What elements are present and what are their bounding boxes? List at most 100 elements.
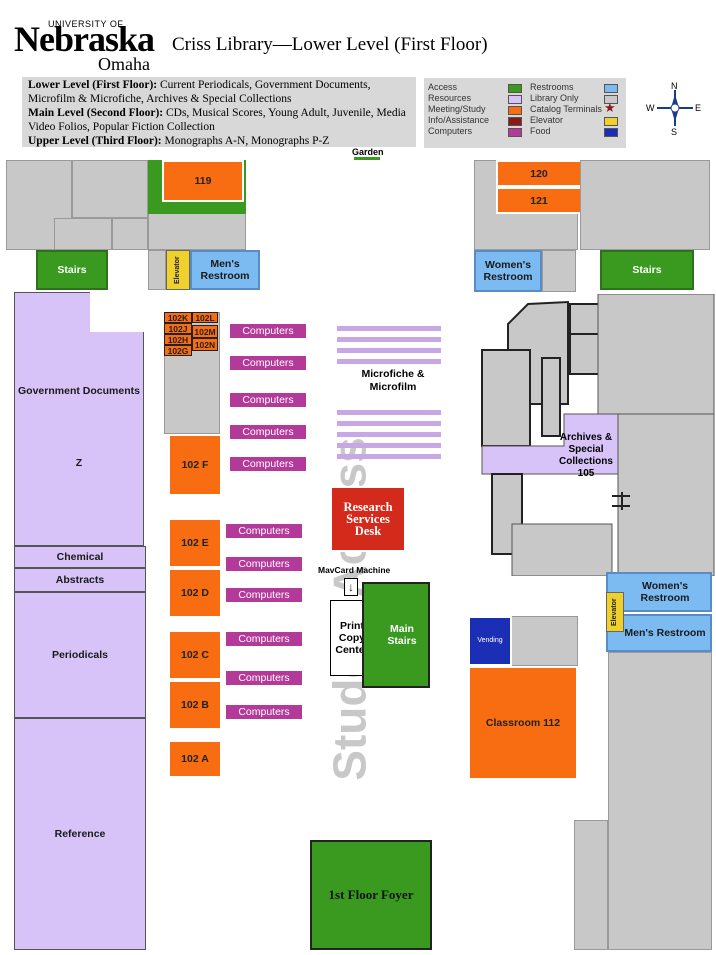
main-stairs[interactable]: Main Stairs xyxy=(362,582,430,688)
top-right-block-2 xyxy=(580,160,710,250)
legend-swatch-restrooms xyxy=(604,84,618,93)
stairs-left[interactable]: Stairs xyxy=(36,250,108,290)
mens-restroom-top[interactable]: Men's Restroom xyxy=(190,250,260,290)
legend-swatch-elevator xyxy=(604,117,618,126)
legend-swatch-access xyxy=(508,84,522,93)
room-102d[interactable]: 102 D xyxy=(168,568,222,618)
levels-panel: Lower Level (First Floor): Current Perio… xyxy=(22,77,416,147)
level-upper: Upper Level (Third Floor): Monographs A-… xyxy=(28,135,330,147)
microfiche-stripe xyxy=(337,421,441,426)
garden-marker xyxy=(354,157,380,160)
computers-row-6[interactable]: Computers xyxy=(226,524,302,538)
legend-swatch-library-only xyxy=(604,95,618,104)
room-102m[interactable]: 102M xyxy=(192,325,218,338)
room-102g[interactable]: 102G xyxy=(164,345,192,356)
top-left-block-4 xyxy=(112,218,148,250)
page-title: Criss Library—Lower Level (First Floor) xyxy=(172,34,488,55)
legend-label-computers: Computers xyxy=(428,126,473,136)
abstracts[interactable]: Abstracts xyxy=(14,568,146,592)
computers-row-3[interactable]: Computers xyxy=(230,393,306,407)
legend-swatch-computers xyxy=(508,128,522,137)
vending-area xyxy=(510,616,578,666)
elevator-right[interactable]: Elevator xyxy=(606,592,624,632)
map-legend: Access Resources Meeting/Study Info/Assi… xyxy=(424,78,626,148)
first-floor-foyer[interactable]: 1st Floor Foyer xyxy=(310,840,432,950)
gov-docs-notch xyxy=(90,292,146,332)
room-102f[interactable]: 102 F xyxy=(168,434,222,496)
food-vending[interactable]: Vending xyxy=(468,616,512,666)
legend-swatch-meeting xyxy=(508,106,522,115)
right-gray-small xyxy=(542,250,576,292)
microfiche-stripe xyxy=(337,410,441,415)
room-120[interactable]: 120 xyxy=(496,160,582,187)
womens-restroom-top[interactable]: Women's Restroom xyxy=(474,250,542,292)
archives-wing xyxy=(481,294,715,576)
room-102e[interactable]: 102 E xyxy=(168,518,222,568)
microfiche-stripe xyxy=(337,432,441,437)
reference[interactable]: Reference xyxy=(14,718,146,950)
legend-swatch-info xyxy=(508,117,522,126)
room-102k[interactable]: 102K xyxy=(164,312,192,323)
top-left-block-5 xyxy=(148,212,246,250)
legend-label-meeting: Meeting/Study xyxy=(428,104,486,114)
top-left-block-3 xyxy=(54,218,112,250)
legend-label-access: Access xyxy=(428,82,458,92)
level-lower: Lower Level (First Floor): Current Perio… xyxy=(28,79,371,105)
room-102j[interactable]: 102J xyxy=(164,323,192,334)
government-documents[interactable]: Government Documents Z xyxy=(14,292,144,546)
legend-swatch-food xyxy=(604,128,618,137)
mavcard-machine-label: MavCard Machine xyxy=(318,565,391,575)
computers-row-2[interactable]: Computers xyxy=(230,356,306,370)
microfiche-stripe xyxy=(337,359,441,364)
room-102b[interactable]: 102 B xyxy=(168,680,222,730)
garden-label: Garden xyxy=(352,147,384,157)
computers-row-8[interactable]: Computers xyxy=(226,588,302,602)
legend-label-elevator: Elevator xyxy=(530,115,564,125)
star-icon: ★ xyxy=(604,100,616,115)
arrow-down-icon: ↓ xyxy=(344,578,358,596)
computers-row-9[interactable]: Computers xyxy=(226,632,302,646)
legend-label-info: Info/Assistance xyxy=(428,115,490,125)
room-102l[interactable]: 102L xyxy=(192,312,218,323)
computers-row-10[interactable]: Computers xyxy=(226,671,302,685)
room-102a[interactable]: 102 A xyxy=(168,740,222,778)
microfiche-stripe xyxy=(337,443,441,448)
microfiche-stripe xyxy=(337,326,441,331)
research-services-desk[interactable]: Research Services Desk xyxy=(330,486,406,552)
computers-row-7[interactable]: Computers xyxy=(226,557,302,571)
periodicals[interactable]: Periodicals xyxy=(14,592,146,718)
legend-label-library-only: Library Only xyxy=(530,93,579,103)
microfiche-stripe xyxy=(337,454,441,459)
computers-row-11[interactable]: Computers xyxy=(226,705,302,719)
room-102h[interactable]: 102H xyxy=(164,334,192,345)
classroom-112[interactable]: Classroom 112 xyxy=(468,666,578,780)
legend-label-resources: Resources xyxy=(428,93,472,103)
right-long-block xyxy=(608,652,712,950)
archives-special-collections[interactable]: Archives & Special Collections 105 xyxy=(559,432,613,479)
microfiche-stripe xyxy=(337,337,441,342)
compass-w: W xyxy=(646,103,655,113)
compass-n: N xyxy=(671,81,678,91)
compass-s: S xyxy=(671,127,677,136)
room-119[interactable]: 119 xyxy=(162,160,244,202)
gov-docs-label: Government Documents xyxy=(18,385,140,397)
microfiche-stripe xyxy=(337,348,441,353)
computers-row-1[interactable]: Computers xyxy=(230,324,306,338)
computers-row-4[interactable]: Computers xyxy=(230,425,306,439)
room-102n[interactable]: 102N xyxy=(192,338,218,351)
logo-city: Omaha xyxy=(98,54,150,74)
room-121[interactable]: 121 xyxy=(496,187,582,214)
gov-docs-z-label: Z xyxy=(75,457,83,469)
chemical[interactable]: Chemical xyxy=(14,546,146,568)
legend-label-food: Food xyxy=(530,126,551,136)
legend-swatch-resources xyxy=(508,95,522,104)
microfiche-microfilm[interactable]: Microfiche & Microfilm xyxy=(361,368,425,393)
compass-e: E xyxy=(695,103,701,113)
elevator-top[interactable]: Elevator xyxy=(166,250,190,290)
stairs-right[interactable]: Stairs xyxy=(600,250,694,290)
room-102c[interactable]: 102 C xyxy=(168,630,222,680)
legend-label-restrooms: Restrooms xyxy=(530,82,574,92)
right-narrow-block xyxy=(574,820,608,950)
top-left-block-2 xyxy=(72,160,148,218)
computers-row-5[interactable]: Computers xyxy=(230,457,306,471)
